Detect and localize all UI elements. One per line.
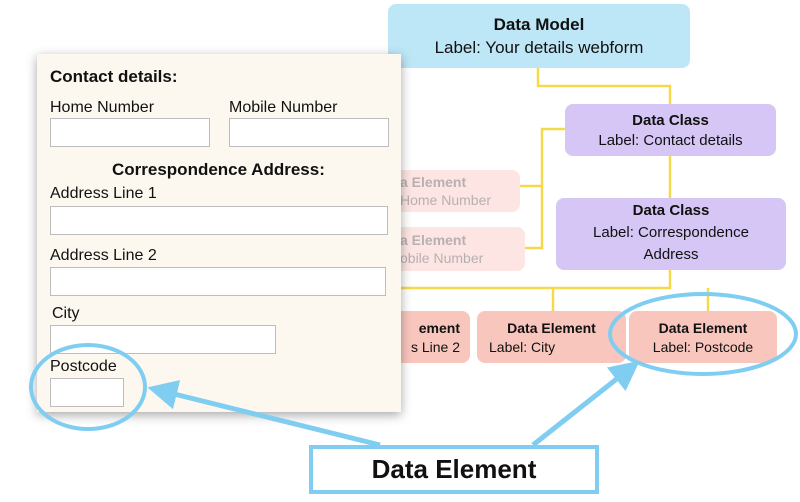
home-number-input[interactable]: [50, 118, 210, 147]
contact-details-form: Contact details: Home Number Mobile Numb…: [37, 54, 401, 412]
data-element-mobile-title: a Element: [400, 232, 467, 248]
data-element-city-title: Data Element: [507, 319, 596, 336]
connector-contact-class-to-elements: [515, 127, 565, 250]
data-element-postcode-title: Data Element: [658, 319, 748, 336]
data-element-postcode-label: Label: Postcode: [652, 338, 754, 355]
data-element-callout-box: Data Element: [309, 445, 599, 494]
data-element-home-label: Home Number: [400, 192, 492, 208]
data-element-city-node: Data Element Label: City: [477, 311, 626, 363]
data-class-contact-title: Data Class: [632, 111, 709, 129]
connector-model-to-contact-class: [536, 68, 672, 104]
home-number-label: Home Number: [50, 99, 155, 116]
city-input[interactable]: [50, 325, 276, 354]
data-class-address-title: Data Class: [632, 202, 710, 220]
data-element-postcode-node: Data Element Label: Postcode: [629, 311, 777, 363]
data-class-contact-node: Data Class Label: Contact details: [565, 104, 776, 156]
connector-address-class-bus: [400, 270, 672, 290]
postcode-input[interactable]: [50, 378, 124, 407]
data-element-home-title: a Element: [400, 174, 467, 190]
contact-details-heading: Contact details:: [50, 67, 178, 86]
address-line1-input[interactable]: [50, 206, 388, 235]
address-line1-label: Address Line 1: [50, 185, 157, 202]
correspondence-address-heading: Correspondence Address:: [112, 160, 325, 179]
data-element-line2-title: ement: [418, 319, 460, 336]
city-label: City: [52, 305, 80, 322]
data-element-line2-label: s Line 2: [410, 338, 460, 355]
data-class-address-label: Label: Correspondence Address: [593, 224, 749, 263]
postcode-label: Postcode: [50, 358, 117, 375]
data-element-callout-label: Data Element: [371, 454, 537, 484]
data-model-label: Label: Your details webform: [434, 37, 644, 57]
data-model-title: Data Model: [493, 14, 585, 34]
data-model-node: Data Model Label: Your details webform: [388, 4, 690, 68]
data-class-contact-label: Label: Contact details: [598, 131, 743, 149]
data-element-mobile-node: a Element obile Number: [380, 227, 525, 271]
address-line2-label: Address Line 2: [50, 247, 157, 264]
mobile-number-input[interactable]: [229, 118, 389, 147]
data-element-city-label: Label: City: [489, 338, 556, 355]
data-element-mobile-label: obile Number: [400, 250, 484, 266]
data-class-address-node: Data Class Label: Correspondence Address: [556, 198, 786, 270]
mobile-number-label: Mobile Number: [229, 99, 338, 116]
data-element-home-node: a Element Home Number: [380, 170, 520, 212]
address-line2-input[interactable]: [50, 267, 386, 296]
